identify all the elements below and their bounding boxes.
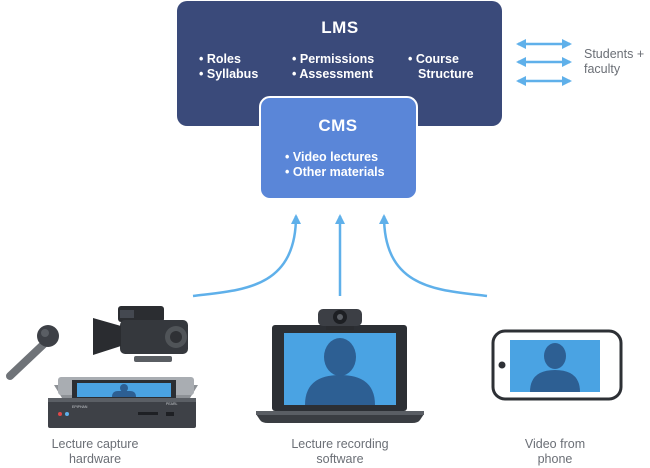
lms-item: • Course bbox=[408, 52, 459, 66]
lms-items-col3: • Course Structure bbox=[408, 52, 474, 82]
lms-title: LMS bbox=[321, 18, 359, 37]
cms-item: • Other materials bbox=[285, 165, 385, 179]
lms-item: • Syllabus bbox=[199, 67, 259, 81]
phone-icon bbox=[491, 329, 623, 401]
capture-device-brand: EPIPHAN bbox=[72, 405, 88, 409]
cms-box bbox=[259, 96, 418, 200]
lms-item: • Roles bbox=[199, 52, 241, 66]
lms-items-col2: • Permissions • Assessment bbox=[292, 52, 374, 82]
microphone-icon bbox=[6, 325, 59, 380]
cms-title: CMS bbox=[318, 116, 358, 135]
lms-item: • Assessment bbox=[292, 67, 374, 81]
lms-items-col1: • Roles • Syllabus bbox=[199, 52, 258, 82]
lms-box bbox=[177, 1, 502, 126]
lms-item: • Permissions bbox=[292, 52, 375, 66]
cms-items: • Video lectures • Other materials bbox=[285, 150, 385, 180]
video-camera-icon bbox=[93, 306, 188, 362]
students-faculty-label: Students + faculty bbox=[584, 47, 645, 76]
students-arrows bbox=[516, 39, 572, 86]
laptop-icon bbox=[256, 325, 424, 423]
capture-device-icon bbox=[48, 377, 198, 428]
caption-video-from-phone: Video from phone bbox=[524, 437, 586, 466]
upload-arrows bbox=[192, 214, 488, 298]
lms-item: Structure bbox=[418, 67, 474, 81]
cms-item: • Video lectures bbox=[285, 150, 379, 164]
capture-device-model: PEARL bbox=[166, 402, 178, 406]
webcam-icon bbox=[318, 309, 362, 330]
caption-lecture-recording-software: Lecture recording software bbox=[291, 437, 389, 466]
caption-lecture-capture-hardware: Lecture capture hardware bbox=[51, 437, 139, 466]
